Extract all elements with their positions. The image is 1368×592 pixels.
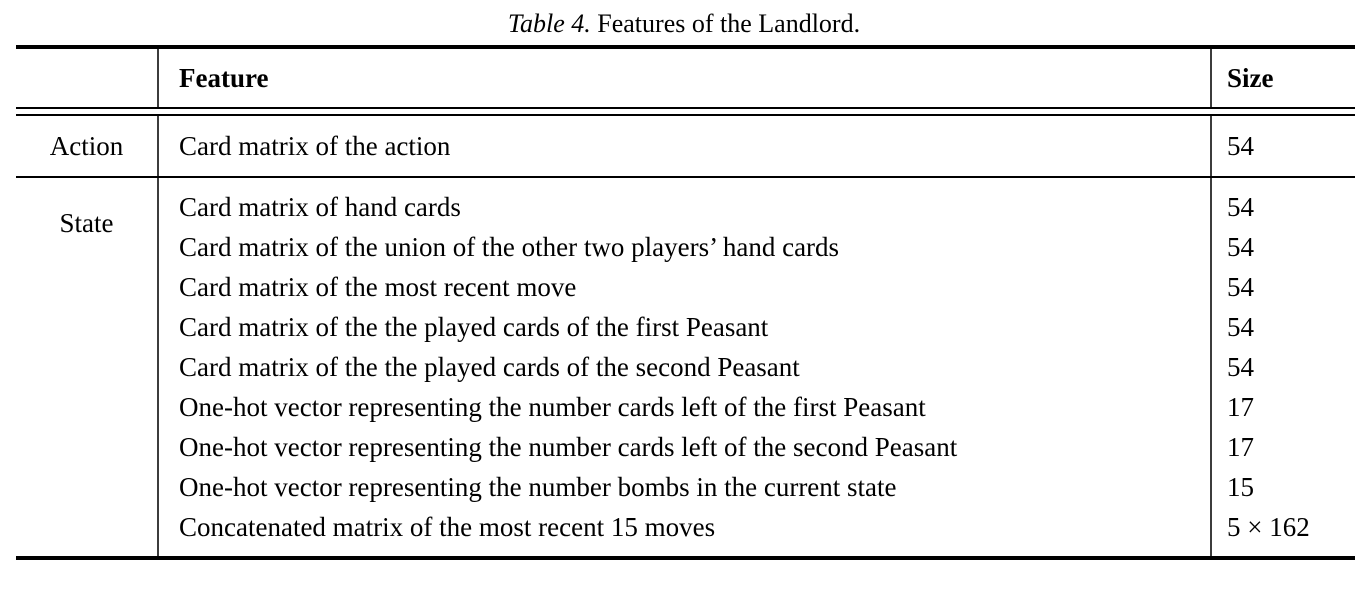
header-feature-cell: Feature (157, 49, 1210, 107)
table-caption: Table 4. Features of the Landlord. (0, 9, 1368, 39)
table-header-row: Feature Size (16, 49, 1355, 107)
row-group-cell-action: Action (16, 116, 157, 176)
state-feature-list: Card matrix of hand cards Card matrix of… (179, 187, 1210, 547)
row-size-label-action: 54 (1227, 130, 1254, 161)
list-item: Card matrix of hand cards (179, 191, 461, 222)
list-item: Card matrix of the most recent move (179, 271, 577, 302)
header-size-label: Size (1227, 62, 1274, 93)
state-size-column: 54 54 54 54 54 17 17 15 5 × 162 (1210, 178, 1355, 556)
list-item-size: 54 (1227, 231, 1254, 262)
state-feature-column: Card matrix of hand cards Card matrix of… (157, 178, 1210, 556)
header-double-rule (16, 107, 1355, 116)
table-bottom-rule (16, 556, 1355, 560)
list-item: One-hot vector representing the number b… (179, 471, 897, 502)
list-item-size: 5 × 162 (1227, 511, 1310, 542)
list-item: One-hot vector representing the number c… (179, 431, 958, 462)
state-size-list: 54 54 54 54 54 17 17 15 5 × 162 (1227, 187, 1355, 547)
header-feature-label: Feature (179, 62, 269, 93)
list-item-size: 54 (1227, 191, 1254, 222)
row-size-cell-action: 54 (1210, 116, 1355, 176)
table-number: Table 4. (507, 9, 591, 38)
table-top-rule (16, 45, 1355, 49)
list-item-size: 54 (1227, 311, 1254, 342)
features-table: Feature Size Action Card matrix of the a… (16, 45, 1355, 560)
list-item: Card matrix of the union of the other tw… (179, 231, 840, 262)
row-group-cell-state: State (16, 178, 157, 556)
list-item: One-hot vector representing the number c… (179, 391, 926, 422)
row-group-label-action: Action (49, 130, 124, 161)
list-item-size: 54 (1227, 351, 1254, 382)
row-feature-label-action: Card matrix of the action (179, 130, 451, 161)
header-group-cell (16, 49, 157, 107)
list-item-size: 17 (1227, 391, 1254, 422)
list-item: Card matrix of the the played cards of t… (179, 311, 769, 342)
list-item-size: 15 (1227, 471, 1254, 502)
section-divider-rule (16, 176, 1355, 178)
table-row: Action Card matrix of the action 54 (16, 116, 1355, 176)
list-item: Concatenated matrix of the most recent 1… (179, 511, 716, 542)
table-title: Features of the Landlord. (597, 9, 861, 38)
row-group-label-state: State (59, 208, 114, 238)
table-section-state: State Card matrix of hand cards Card mat… (16, 178, 1355, 556)
list-item-size: 54 (1227, 271, 1254, 302)
row-feature-cell-action: Card matrix of the action (157, 116, 1210, 176)
list-item: Card matrix of the the played cards of t… (179, 351, 800, 382)
list-item-size: 17 (1227, 431, 1254, 462)
header-size-cell: Size (1210, 49, 1355, 107)
